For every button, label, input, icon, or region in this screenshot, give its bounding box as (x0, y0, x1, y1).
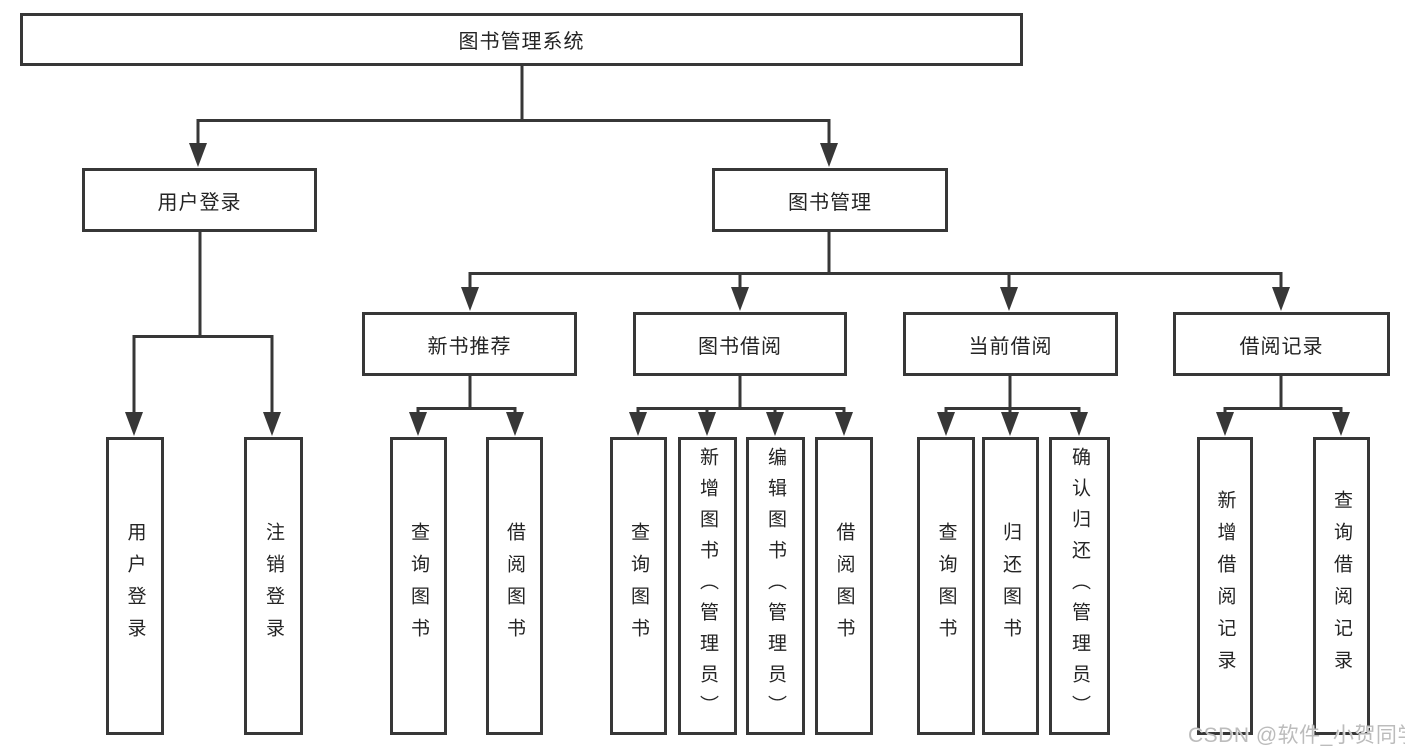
arrow-down-icon (698, 412, 716, 436)
arrow-down-icon (189, 143, 207, 167)
node-library-management-system: 图书管理系统 (20, 13, 1023, 66)
node-label: 图书借阅 (698, 335, 782, 358)
node-edit-books-admin: 编辑图书（管理员） (746, 437, 805, 735)
node-label: 查询图书 (935, 522, 957, 650)
node-label: 图书管理系统 (458, 31, 585, 53)
arrow-down-icon (125, 412, 143, 436)
node-return-books: 归还图书 (982, 437, 1039, 735)
arrow-down-icon (835, 412, 853, 436)
node-label: 注销登录 (263, 522, 284, 650)
node-label: 编辑图书（管理员） (765, 446, 786, 726)
node-label: 确认归还（管理员） (1069, 446, 1090, 726)
node-user-login: 用户登录 (82, 168, 317, 232)
arrow-down-icon (1272, 287, 1290, 311)
node-label: 新增图书（管理员） (697, 446, 718, 726)
arrow-down-icon (820, 143, 838, 167)
node-label: 借阅记录 (1239, 335, 1324, 358)
arrow-down-icon (731, 287, 749, 311)
node-add-books-admin: 新增图书（管理员） (678, 437, 737, 735)
node-label: 当前借阅 (968, 335, 1053, 358)
node-label: 借阅图书 (504, 522, 525, 650)
node-query-books-recommend: 查询图书 (390, 437, 447, 735)
node-borrowing-records: 借阅记录 (1173, 312, 1390, 376)
arrow-down-icon (506, 412, 524, 436)
arrow-down-icon (629, 412, 647, 436)
node-label: 查询图书 (628, 522, 649, 650)
arrow-down-icon (937, 412, 955, 436)
arrow-down-icon (1070, 412, 1088, 436)
node-label: 用户登录 (157, 191, 242, 214)
arrow-down-icon (1332, 412, 1350, 436)
node-label: 归还图书 (1000, 522, 1021, 650)
arrow-down-icon (1216, 412, 1234, 436)
node-borrow-books-recommend: 借阅图书 (486, 437, 543, 735)
node-label: 借阅图书 (833, 522, 855, 650)
node-label: 新书推荐 (427, 335, 512, 358)
arrow-down-icon (766, 412, 784, 436)
node-label: 查询图书 (408, 522, 429, 650)
arrow-down-icon (461, 287, 479, 311)
node-borrow-books-borrowing: 借阅图书 (815, 437, 873, 735)
node-book-management: 图书管理 (712, 168, 948, 232)
arrow-down-icon (1000, 287, 1018, 311)
node-query-books-borrowing: 查询图书 (610, 437, 667, 735)
node-add-borrow-record: 新增借阅记录 (1197, 437, 1253, 735)
node-user-login-leaf: 用户登录 (106, 437, 164, 735)
node-new-book-recommendation: 新书推荐 (362, 312, 577, 376)
node-label: 图书管理 (788, 191, 872, 214)
arrow-down-icon (263, 412, 281, 436)
node-label: 查询借阅记录 (1331, 490, 1352, 682)
node-query-books-current: 查询图书 (917, 437, 975, 735)
node-confirm-return-admin: 确认归还（管理员） (1049, 437, 1110, 735)
arrow-down-icon (409, 412, 427, 436)
node-query-borrow-record: 查询借阅记录 (1313, 437, 1370, 735)
node-label: 用户登录 (124, 522, 146, 650)
node-label: 新增借阅记录 (1214, 490, 1236, 682)
node-book-borrowing: 图书借阅 (633, 312, 847, 376)
arrow-down-icon (1001, 412, 1019, 436)
node-current-borrowing: 当前借阅 (903, 312, 1118, 376)
node-logout: 注销登录 (244, 437, 303, 735)
csdn-watermark: CSDN @软件_小贺同学 (1188, 724, 1405, 747)
